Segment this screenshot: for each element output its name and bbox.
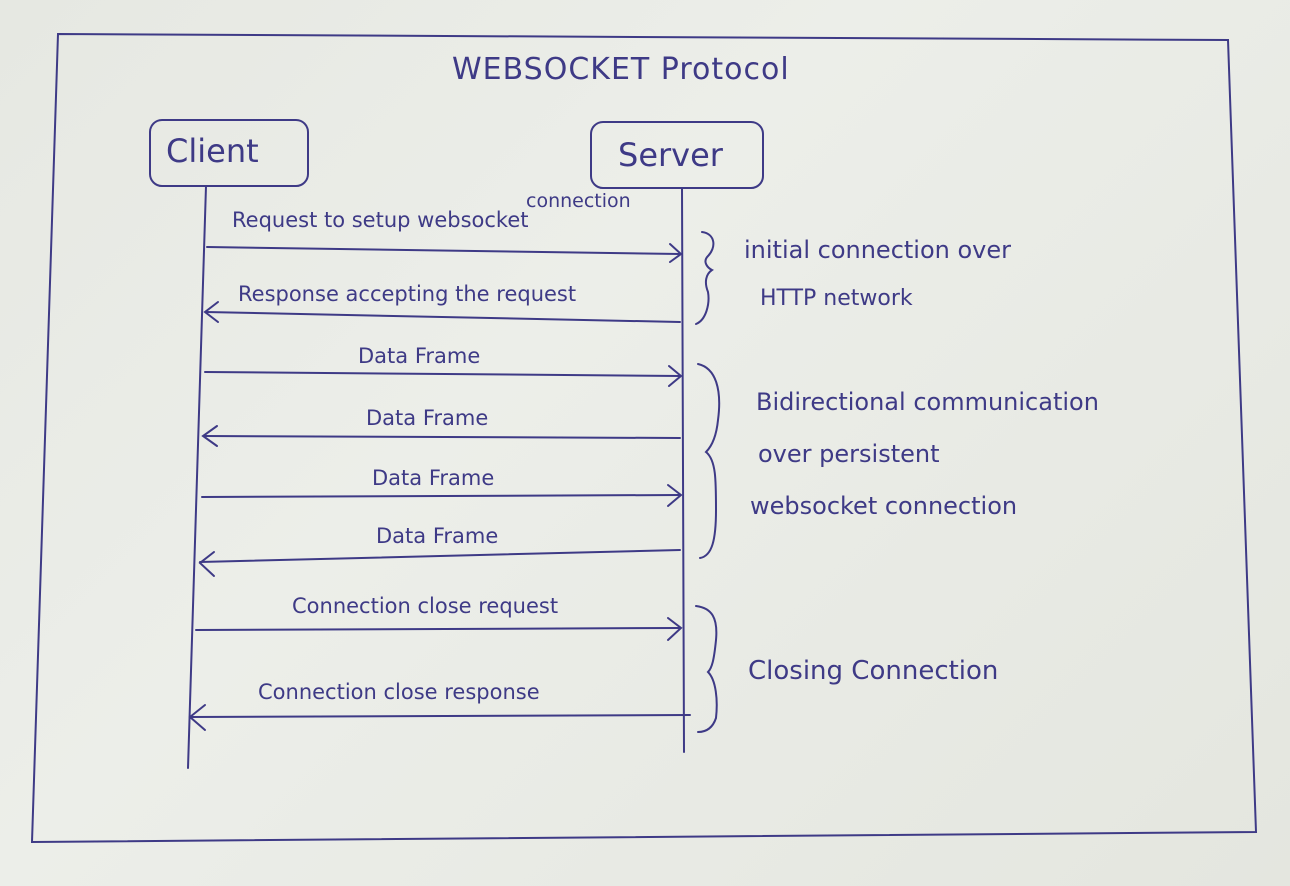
brace-closing — [695, 605, 718, 733]
message-4-label: Data Frame — [366, 406, 489, 430]
client-box — [149, 119, 309, 187]
phase-1-line-2: HTTP network — [760, 286, 913, 311]
phase-3-line-1: Closing Connection — [748, 656, 999, 686]
message-8-label: Connection close response — [258, 680, 540, 704]
phase-2-line-1: Bidirectional communication — [756, 388, 1099, 416]
server-box — [590, 121, 764, 189]
message-6-label: Data Frame — [376, 524, 499, 548]
participant-client: Client — [166, 132, 259, 170]
message-3-label: Data Frame — [358, 344, 481, 368]
brace-bidirectional — [697, 363, 721, 559]
brace-initial — [695, 231, 715, 325]
message-1-label-cont: connection — [526, 190, 631, 212]
participant-server: Server — [618, 136, 723, 174]
message-2-label: Response accepting the request — [238, 282, 577, 306]
outer-border — [30, 32, 1258, 844]
client-lifeline — [187, 185, 207, 769]
phase-2-line-3: websocket connection — [750, 492, 1018, 520]
phase-1-line-1: initial connection over — [744, 236, 1012, 264]
message-5-label: Data Frame — [372, 466, 495, 490]
server-lifeline — [681, 187, 685, 753]
diagram-title: WEBSOCKET Protocol — [452, 52, 790, 87]
message-1-label: Request to setup websocket — [232, 208, 529, 232]
phase-2-line-2: over persistent — [758, 440, 940, 468]
message-7-label: Connection close request — [292, 594, 559, 618]
